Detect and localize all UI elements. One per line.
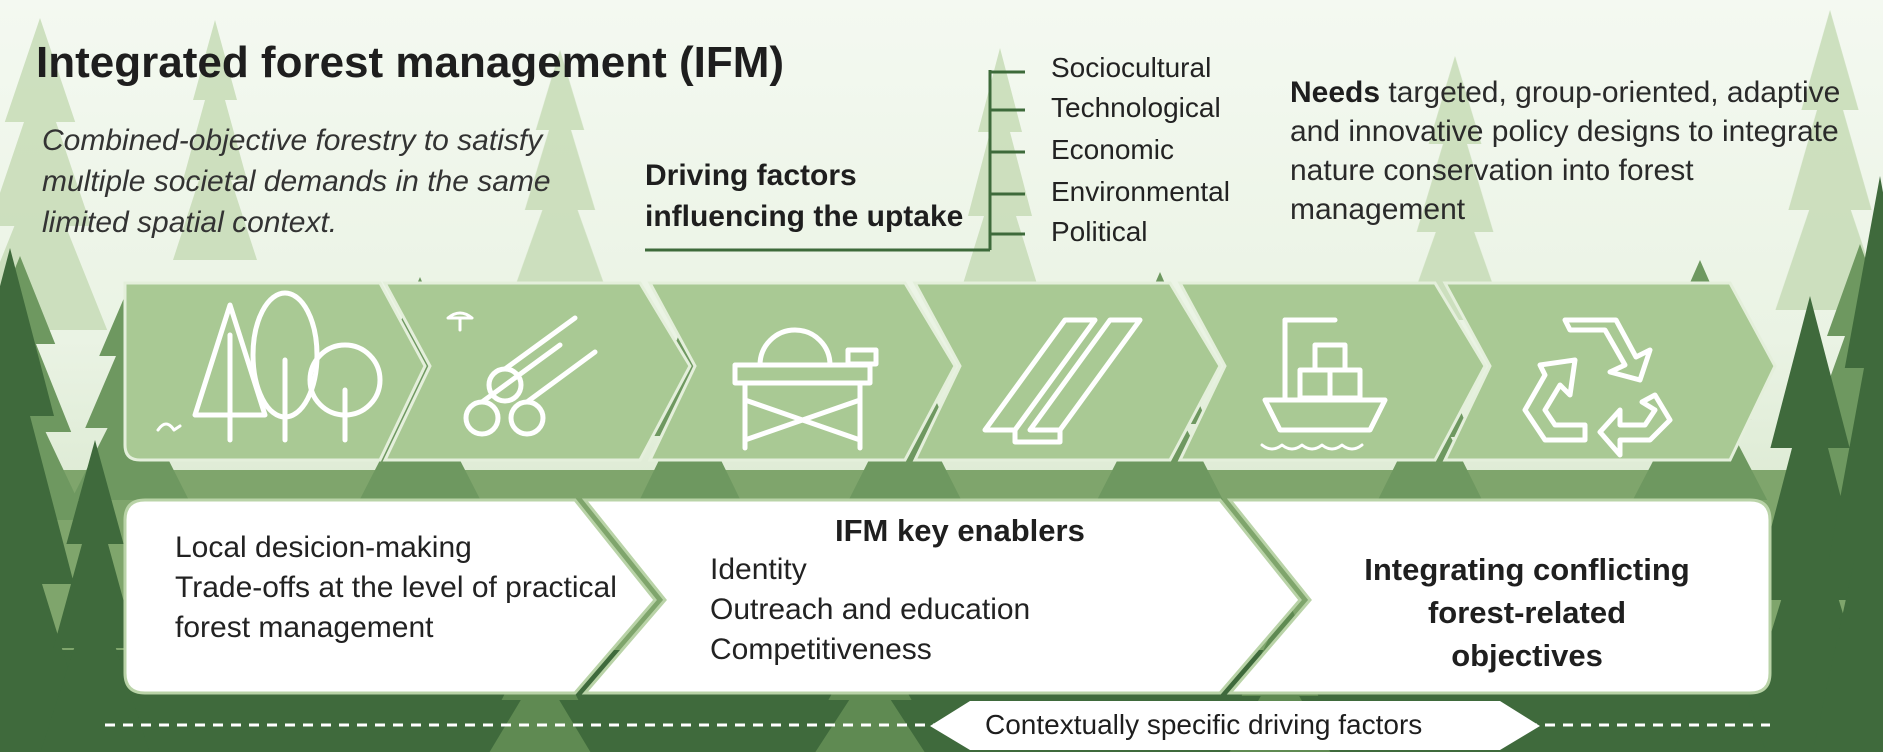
enablers-list: Identity Outreach and education Competit… bbox=[710, 550, 1030, 670]
cargo-ship-icon bbox=[1260, 317, 1388, 451]
enablers-title: IFM key enablers bbox=[835, 513, 1085, 548]
logs-icon bbox=[446, 311, 598, 437]
forest-icon bbox=[156, 290, 383, 443]
enabler-box-3 bbox=[1226, 498, 1772, 695]
enabler-competitiveness: Competitiveness bbox=[710, 633, 932, 666]
enabler-box-2 bbox=[581, 498, 1302, 695]
value-chain bbox=[123, 281, 1777, 462]
context-label: Contextually specific driving factors bbox=[985, 709, 1423, 740]
subtitle: Combined-objective forestry to satisfy m… bbox=[42, 124, 551, 239]
needs-lead: Needs bbox=[1290, 76, 1381, 109]
integrating-objectives: Integrating conflicting forest-related o… bbox=[1364, 552, 1690, 673]
enabler-identity: Identity bbox=[710, 553, 807, 586]
driving-factors-bracket bbox=[645, 70, 1025, 252]
local-line-1: Local desicion-making bbox=[175, 531, 472, 564]
chevron-3 bbox=[647, 281, 957, 462]
sawmill-icon bbox=[732, 327, 879, 451]
factor-economic: Economic bbox=[1051, 134, 1174, 165]
recycle-icon bbox=[1522, 317, 1673, 458]
driving-factors-label-line2: influencing the uptake bbox=[645, 200, 964, 233]
factor-sociocultural: Sociocultural bbox=[1051, 52, 1212, 83]
local-decision-text: Local desicion-making Trade-offs at the … bbox=[175, 528, 617, 648]
chevron-4 bbox=[912, 281, 1222, 462]
chevron-2 bbox=[382, 281, 692, 462]
needs-statement: Needs targeted, group-oriented, adaptive… bbox=[1290, 73, 1850, 229]
driving-factors-label: Driving factors influencing the uptake bbox=[645, 155, 963, 237]
enabler-outreach: Outreach and education bbox=[710, 593, 1031, 626]
page-title: Integrated forest management (IFM) bbox=[36, 38, 785, 87]
context-line bbox=[105, 701, 1770, 750]
enablers-chain bbox=[123, 498, 1772, 695]
factor-technological: Technological bbox=[1051, 92, 1221, 123]
factor-environmental: Environmental bbox=[1051, 176, 1230, 207]
factor-political: Political bbox=[1051, 216, 1148, 247]
local-line-2: Trade-offs at the level of practical bbox=[175, 571, 617, 604]
timber-boards-icon bbox=[982, 317, 1143, 445]
driving-factors-label-line1: Driving factors bbox=[645, 159, 857, 192]
needs-text: targeted, group-oriented, adaptive and i… bbox=[1290, 76, 1841, 226]
local-line-3: forest management bbox=[175, 611, 434, 644]
enabler-box-1 bbox=[123, 498, 657, 695]
